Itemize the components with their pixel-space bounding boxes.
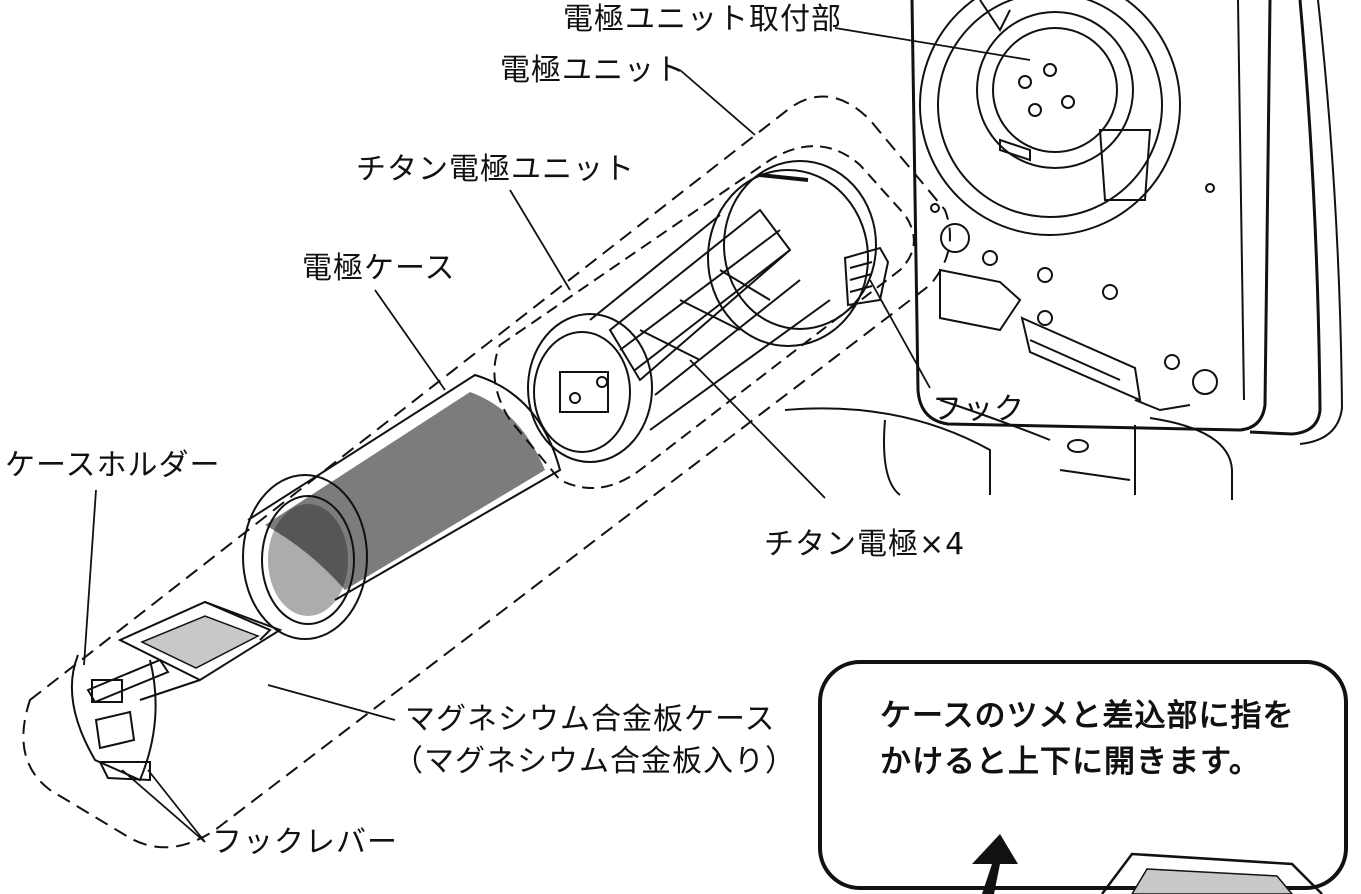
mg-case-drawing — [70, 600, 283, 782]
titanium-unit-boundary — [493, 145, 915, 489]
appliance-housing — [910, 0, 1344, 445]
electrode-mount — [919, 0, 1181, 236]
label-magnesium-case-note: （マグネシウム合金板入り） — [393, 744, 796, 779]
label-electrode-unit: 電極ユニット — [500, 53, 686, 88]
instruction-callout: ケースのツメと差込部に指を かけると上下に開きます。 — [818, 660, 1348, 894]
titanium-unit-drawing — [527, 160, 890, 463]
panel-screws — [930, 183, 1218, 395]
label-titanium-electrode-unit: チタン電極ユニット — [356, 152, 635, 187]
electrode-unit-boundary — [22, 95, 951, 849]
case-inner-perforation — [268, 504, 348, 616]
case-perforation — [265, 392, 545, 590]
label-titanium-electrode: チタン電極×4 — [764, 527, 966, 562]
leader-lines — [83, 27, 1031, 843]
inset-illustration — [972, 834, 1323, 894]
instruction-line-2: かけると上下に開きます。 — [880, 744, 1261, 780]
mg-plate — [140, 615, 260, 669]
label-electrode-case: 電極ケース — [302, 251, 456, 286]
label-electrode-unit-mount: 電極ユニット取付部 — [563, 2, 842, 37]
instruction-line-1: ケースのツメと差込部に指を — [880, 698, 1295, 734]
label-case-holder: ケースホルダー — [5, 448, 221, 483]
label-hook: フック — [932, 392, 1025, 427]
label-magnesium-case: マグネシウム合金板ケース — [405, 702, 776, 737]
label-hook-lever: フックレバー — [212, 825, 398, 860]
exploded-diagram — [22, 0, 1344, 849]
base-lid — [784, 268, 1233, 500]
